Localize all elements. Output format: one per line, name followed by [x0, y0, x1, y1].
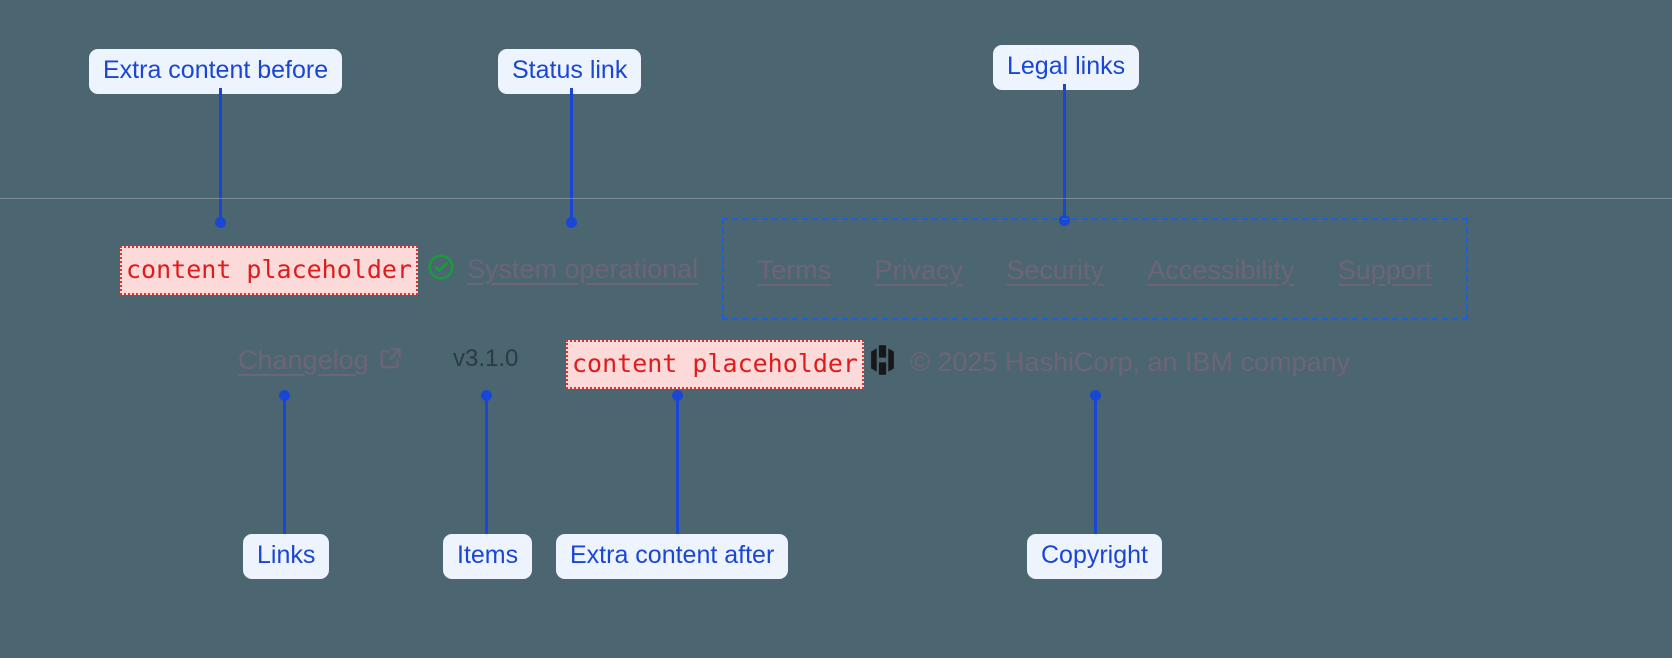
- leader-dot-links: [279, 390, 290, 401]
- status-link-label: System operational: [467, 254, 699, 284]
- status-link[interactable]: System operational: [426, 252, 698, 287]
- leader-dot-extra-content-before: [215, 217, 226, 228]
- legal-links-group-outline: [722, 218, 1468, 320]
- leader-line-links: [283, 396, 286, 534]
- callout-extra-content-before: Extra content before: [89, 49, 343, 94]
- leader-line-items: [485, 396, 488, 534]
- legal-links-list: Terms Privacy Security Accessibility Sup…: [722, 240, 1468, 300]
- external-link-icon: [378, 345, 404, 376]
- legal-link-terms[interactable]: Terms: [757, 254, 832, 285]
- callout-legal-links: Legal links: [993, 45, 1140, 90]
- extra-content-before-placeholder: content placeholder: [120, 246, 418, 295]
- leader-dot-copyright: [1090, 390, 1101, 401]
- leader-dot-items: [481, 390, 492, 401]
- brand-copyright: © 2025 HashiCorp, an IBM company: [868, 344, 1350, 381]
- changelog-label: Changelog: [238, 345, 369, 375]
- legal-link-support[interactable]: Support: [1337, 254, 1433, 285]
- leader-dot-extra-content-after: [672, 390, 683, 401]
- copyright-label: © 2025 HashiCorp, an IBM company: [910, 347, 1351, 377]
- legal-link-privacy[interactable]: Privacy: [874, 254, 964, 285]
- version-label: v3.1.0: [453, 345, 519, 372]
- callout-copyright: Copyright: [1027, 534, 1162, 579]
- leader-dot-legal-links: [1059, 215, 1070, 226]
- leader-line-extra-content-before: [219, 88, 222, 221]
- leader-line-legal-links: [1063, 84, 1066, 219]
- leader-dot-status-link: [566, 217, 577, 228]
- legal-link-accessibility[interactable]: Accessibility: [1147, 254, 1295, 285]
- leader-line-extra-content-after: [676, 396, 679, 534]
- callout-items: Items: [443, 534, 533, 579]
- hashicorp-logo: [868, 344, 897, 381]
- callout-status-link: Status link: [498, 49, 642, 94]
- callout-extra-content-after: Extra content after: [556, 534, 789, 579]
- leader-line-copyright: [1094, 396, 1097, 534]
- changelog-link[interactable]: Changelog: [238, 345, 404, 376]
- callout-links: Links: [243, 534, 330, 579]
- check-circle-icon: [426, 252, 456, 287]
- footer-top-divider: [0, 198, 1672, 199]
- leader-line-status-link: [570, 88, 573, 221]
- legal-link-security[interactable]: Security: [1006, 254, 1104, 285]
- extra-content-after-placeholder: content placeholder: [566, 340, 864, 389]
